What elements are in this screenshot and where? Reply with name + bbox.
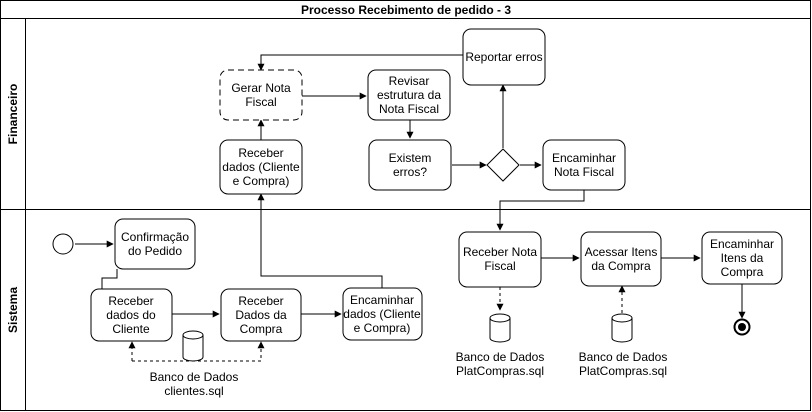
label-line: Compra [240,322,283,336]
task-receber-dados-cliente [90,288,173,342]
assoc-clientes-compra [132,341,265,362]
task-receber-nota-fiscal [458,231,542,288]
label-line: Nota Fiscal [554,165,614,179]
label-line: Banco de Dados [150,370,239,384]
label-line: dados (Cliente [222,160,300,174]
label-line: dados do [106,308,156,322]
database-platcompras-2-icon [611,313,633,343]
label-line: Confirmação [121,230,189,244]
task-acessar-itens [580,231,662,287]
flow-reportar-gerar [257,54,463,71]
label-line: Reportar erros [465,50,542,64]
gateway-erros [486,148,520,182]
start-event [52,233,74,255]
label-line: estrutura da [377,88,441,102]
pool-title: Processo Recebimento de pedido - 3 [301,3,511,17]
label-line: Revisar [389,74,430,88]
task-receber-dados-financeiro [219,139,303,195]
lane-financeiro-label: Financeiro [6,84,20,145]
label-line: clientes.sql [164,384,223,398]
task-reportar-erros [462,28,546,86]
label-line: Acessar Itens [585,245,658,259]
label-line: dados (Cliente [343,307,421,321]
label-line: Receber [238,294,283,308]
label-line: Fiscal [484,259,515,273]
label-line: do Pedido [128,244,182,258]
connectors [75,54,746,319]
task-reportar-erros-label: Reportar erros [465,50,542,64]
lane-sistema-label: Sistema [6,287,20,333]
flow-encaminhar-receber-nota [496,190,585,231]
label-line: Encaminhar [710,237,774,251]
task-confirmacao-pedido [114,218,196,270]
lane-financeiro: Financeiro [0,18,811,411]
database-clientes-icon [182,330,204,362]
task-gerar-nota-fiscal [219,69,303,121]
label-line: Nota Fiscal [379,102,439,116]
label-line: Cliente [112,322,150,336]
task-encaminhar-dados [342,287,423,341]
flow-encaminhar-financeiro [257,193,383,288]
label-line: Itens da [721,251,764,265]
label-line: Receber Nota [463,245,537,259]
label-line: e Compra) [354,321,411,335]
task-existem-erros [368,139,452,191]
label-line: Receber [108,294,153,308]
lane-sistema: Sistema [6,287,20,333]
label-line: erros? [393,165,427,179]
flow-confirmacao-cliente [101,269,118,289]
data-associations [128,285,626,362]
label-line: Compra [721,265,764,279]
task-receber-dados-compra [220,288,302,342]
task-revisar-nota [367,69,451,121]
label-line: Encaminhar [552,151,616,165]
label-line: Banco de Dados [579,350,668,364]
label-line: da Compra [591,259,651,273]
label-line: Banco de Dados [456,350,545,364]
label-line: PlatCompras.sql [579,364,667,378]
label-line: Gerar Nota [231,81,291,95]
label-line: Existem [389,151,432,165]
label-line: Dados da [235,308,287,322]
label-line: e Compra) [233,174,290,188]
end-event [733,318,751,336]
task-encaminhar-itens [701,231,783,285]
task-encaminhar-nota [542,139,626,191]
label-line: Receber [238,146,283,160]
database-platcompras-1-icon [489,313,511,343]
label-line: PlatCompras.sql [456,364,544,378]
label-line: Encaminhar [350,293,414,307]
label-line: Fiscal [245,95,276,109]
